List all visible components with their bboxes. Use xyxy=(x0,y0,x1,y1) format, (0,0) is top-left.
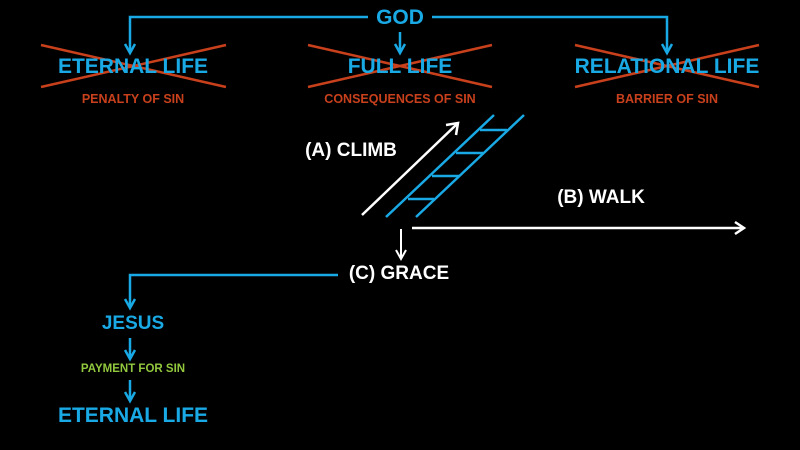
ladder-rail-right xyxy=(415,114,525,218)
grace-down-arrow xyxy=(395,229,407,262)
branch-title-full-life: FULL LIFE xyxy=(347,55,453,78)
ladder-rail-left xyxy=(385,114,495,218)
eternal-life-result-label: ETERNAL LIFE xyxy=(57,404,209,427)
cross-full-life-b xyxy=(307,43,493,89)
climb-arrow xyxy=(361,121,460,216)
option-climb-label: (A) CLIMB xyxy=(305,140,397,161)
option-grace-label: (C) GRACE xyxy=(348,263,450,284)
connector-god-to-relational-life xyxy=(432,15,669,52)
walk-arrow xyxy=(412,220,747,236)
ladder-icon xyxy=(385,114,525,218)
cross-relational-life-b xyxy=(574,43,760,89)
branch-subtitle-penalty: PENALTY OF SIN xyxy=(81,92,185,106)
cross-eternal-life-b xyxy=(40,43,227,89)
god-label: GOD xyxy=(376,6,424,29)
arrowhead-eternal-life xyxy=(123,43,137,56)
branch-subtitle-consequences: CONSEQUENCES OF SIN xyxy=(324,92,476,106)
connector-god-to-eternal-life xyxy=(128,15,368,52)
branch-title-eternal-life: ETERNAL LIFE xyxy=(57,55,209,78)
jesus-label: JESUS xyxy=(101,313,165,334)
branch-subtitle-barrier: BARRIER OF SIN xyxy=(615,92,719,106)
arrowhead-relational-life xyxy=(660,43,674,56)
branch-title-relational-life: RELATIONAL LIFE xyxy=(574,55,760,78)
payment-for-sin-label: PAYMENT FOR SIN xyxy=(80,363,186,375)
payment-to-eternal-life-arrow xyxy=(123,380,137,404)
god-connectors xyxy=(123,15,674,56)
jesus-to-payment-arrow xyxy=(123,338,137,362)
grace-to-jesus-connector xyxy=(123,273,338,311)
arrowhead-full-life xyxy=(393,43,407,56)
option-walk-label: (B) WALK xyxy=(557,187,645,208)
cross-marks xyxy=(40,43,760,89)
